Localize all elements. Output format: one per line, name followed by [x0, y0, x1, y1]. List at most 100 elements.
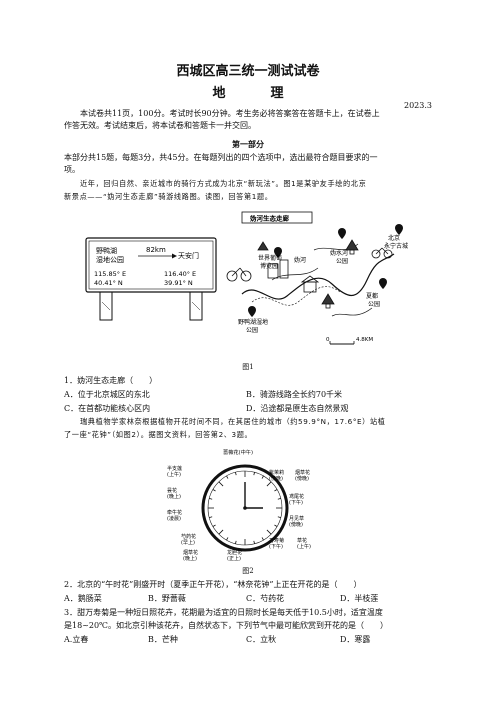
clock-right-1a: 紫茉莉: [269, 469, 284, 476]
clock-tick: [266, 529, 272, 535]
clock-tick: [277, 516, 281, 518]
q1-option-d: D．沿途都是原生态自然景观: [246, 404, 349, 413]
label-north-2: 京: [394, 234, 400, 242]
passage2-line-2: 了一座“花钟”（如图2）。据图文资料，回答第2、3题。: [64, 430, 253, 439]
q3-option-c: C．立秋: [246, 635, 277, 644]
clock-tick: [235, 540, 237, 544]
clock-tick: [226, 475, 229, 479]
q1-option-c: C．在首都功能核心区内: [64, 404, 151, 413]
clock-tick: [274, 489, 278, 492]
label-yeya-2: 公园: [246, 327, 258, 334]
clock-tick: [277, 498, 281, 500]
figure2-flower-clock: 蔷薇花(中午) 半支莲 (上午) 昙花 (晚上) 牵牛花 (凌晨) 芍药花 (早…: [167, 448, 311, 562]
route-line: [241, 253, 395, 300]
q3-line-2: 是18~20℃。如北京引种该花卉，自然状态下，下列节气中最可能欣赏到开花的是（ …: [64, 621, 389, 630]
q1-stem: 1．妫河生态走廊（ ）: [64, 376, 158, 385]
clock-top-1: 蔷薇花(中午): [223, 448, 253, 456]
q1-option-a: A．位于北京城区的东北: [64, 390, 150, 399]
clock-right-2a: 烟草花: [295, 469, 310, 476]
passage1-line-1: 近年，回归自然、亲近城市的骑行方式成为北京“新玩法”。图1是某驴友手绘的北京: [80, 179, 367, 188]
q2-option-a: A．鹅肠菜: [64, 594, 102, 603]
clock-left-2a: 昙花: [167, 487, 177, 494]
label-park-2: 公园: [368, 301, 380, 308]
label-guihe: 妫河: [294, 256, 306, 264]
clock-tick: [261, 537, 264, 541]
figure1-map: 野鸭湖 湿地公园 82km 天安门 115.85° E 40.41° N 116…: [85, 211, 408, 345]
clock-tick: [253, 472, 255, 476]
exam-subject: 地 理: [212, 86, 300, 101]
clock-right-6b: (上午): [297, 543, 311, 550]
sign-distance: 82km: [146, 246, 166, 254]
q3-line-1: 3．甜万寿菊是一种短日照花卉，花期最为适宜的日照时长是每天低于10.5小时，适宜…: [64, 608, 383, 617]
clock-right-4b: (傍晚): [289, 521, 303, 528]
clock-left-1b: (上午): [167, 471, 181, 478]
sign-left-lat: 40.41° N: [94, 279, 123, 287]
label-yongning: 永宁古城: [384, 242, 408, 250]
part-one-line-1: 本部分共15题，每题3分，共45分。在每题列出的四个选项中，选出最符合题目要求的…: [64, 153, 378, 162]
clock-tick: [212, 524, 216, 527]
label-yeya-1: 野鸭湖湿地: [238, 318, 268, 326]
clock-right-5b: (下午): [269, 543, 283, 550]
scale-zero: 0: [326, 337, 330, 343]
figure2-caption: 图2: [242, 567, 254, 575]
label-north-1: 北: [388, 234, 394, 242]
clock-right-5a: 万寿菊: [269, 537, 284, 544]
label-wetland-1: 世界葡萄: [258, 254, 282, 262]
clock-right-3b: (下午): [289, 499, 303, 506]
q3-option-a: A.立春: [64, 635, 89, 644]
clock-left-5b: (晚上): [183, 555, 197, 562]
clock-tick: [209, 516, 213, 518]
intro-line-1: 本试卷共11页，100分。考试时长90分钟。考生务必将答案答在答题卡上，在试卷上: [80, 109, 380, 118]
clock-right-1b: (傍晚): [269, 475, 283, 482]
label-guishui-2: 公园: [336, 258, 348, 265]
clock-tick: [261, 475, 264, 479]
clock-tick: [253, 540, 255, 544]
clock-left-1a: 半支莲: [167, 465, 182, 472]
clock-right-2b: (傍晚): [295, 475, 309, 482]
intro-line-2: 作答无效。考试结束后，将本试卷和答题卡一并交回。: [64, 121, 256, 130]
clock-tick: [209, 498, 213, 500]
clock-tick: [266, 481, 272, 487]
map-title: 妫河生态走廊: [250, 214, 290, 223]
sign-right-lon: 116.40° E: [164, 270, 196, 278]
sign-right-name: 天安门: [178, 251, 199, 260]
exam-title: 西城区高三统一测试试卷: [176, 64, 320, 79]
signboard: 野鸭湖 湿地公园 82km 天安门 115.85° E 40.41° N 116…: [85, 237, 217, 321]
clock-left-4b: (早上): [181, 539, 195, 546]
clock-left-3a: 牵牛花: [167, 509, 182, 516]
clock-left-5a: 烟草花: [183, 549, 198, 556]
clock-tick: [218, 481, 224, 487]
clock-left-2b: (晚上): [167, 493, 181, 500]
scale-bar: 0 4.8KM: [326, 337, 373, 345]
sign-left-lon: 115.85° E: [94, 270, 126, 278]
clock-bottom-1b: (正上): [227, 555, 241, 562]
part-one-heading: 第一部分: [232, 139, 264, 149]
q3-option-b: B．芒种: [148, 635, 178, 644]
label-wetland-2: 博览园: [260, 262, 278, 270]
passage2-line-1: 瑞典植物学家林奈根据植物开花时间不同，在其居住的城市（约59.9°N，17.6°…: [80, 417, 386, 426]
q2-stem: 2．北京的“午时花”刚盛开时（夏季正午开花），“林奈花钟”上正在开花的是（ ）: [64, 580, 362, 589]
q2-option-d: D．半枝莲: [340, 594, 379, 603]
clock-tick: [212, 489, 216, 492]
sign-left-name-1: 野鸭湖: [96, 246, 117, 255]
clock-tick: [218, 529, 224, 535]
figure1-caption: 图1: [242, 363, 254, 371]
clock-bottom-1a: 龙胆花: [227, 549, 242, 556]
scale-text: 4.8KM: [356, 337, 373, 343]
clock-right-6a: 草花: [297, 537, 307, 544]
sign-left-name-2: 湿地公园: [96, 255, 124, 264]
clock-tick: [274, 524, 278, 527]
label-guishui-1: 妫水河: [330, 249, 348, 257]
passage1-line-2: 新景点——“妫河生态走廊”骑游线路图。读图，回答第1题。: [64, 192, 273, 201]
clock-tick: [235, 472, 237, 476]
clock-tick: [226, 537, 229, 541]
q2-option-b: B．野蔷薇: [148, 594, 186, 603]
clock-left-4a: 芍药花: [181, 533, 196, 540]
q1-option-b: B．骑游线路全长约70千米: [246, 390, 343, 399]
label-park-1: 夏都: [366, 292, 378, 300]
q2-option-c: C．芍药花: [246, 594, 285, 603]
clock-right-4a: 月见草: [289, 515, 304, 522]
part-one-line-2: 项。: [64, 165, 80, 174]
q3-option-d: D．寒露: [340, 635, 371, 644]
clock-left-3b: (凌晨): [167, 515, 181, 522]
